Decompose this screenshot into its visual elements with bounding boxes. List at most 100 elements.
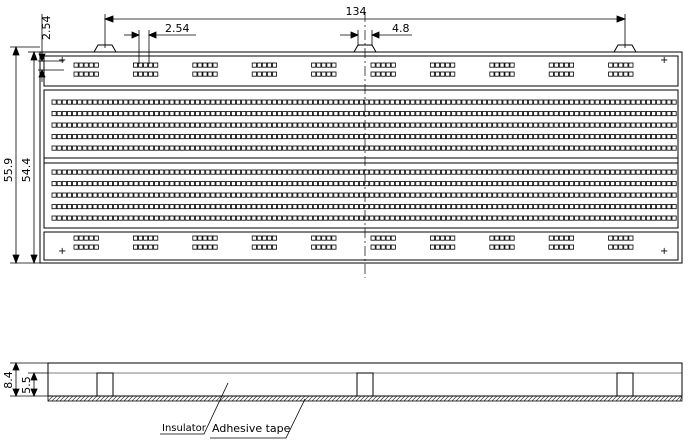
top-rail-hole (266, 62, 272, 68)
terminal-hole-lower (266, 181, 272, 187)
terminal-hole-upper (189, 122, 195, 128)
terminal-hole-upper (389, 111, 395, 117)
top-rail-hole (435, 62, 441, 68)
terminal-hole-lower (189, 204, 195, 210)
terminal-hole-upper (148, 99, 154, 105)
terminal-hole-lower (82, 215, 88, 221)
terminal-hole-lower (441, 192, 447, 198)
terminal-hole-lower (220, 215, 226, 221)
terminal-hole-lower (523, 215, 529, 221)
tape-hatch-line (231, 395, 238, 402)
terminal-hole-upper (543, 145, 549, 151)
terminal-hole-lower (159, 204, 165, 210)
terminal-hole-lower (497, 181, 503, 187)
terminal-hole-upper (579, 99, 585, 105)
bottom-rail-hole (435, 235, 441, 241)
terminal-hole-lower (666, 192, 672, 198)
top-rail-hole (429, 71, 435, 77)
terminal-hole-lower (113, 192, 119, 198)
terminal-hole-lower (451, 192, 457, 198)
tape-hatch-line (455, 395, 462, 402)
terminal-hole-lower (72, 181, 78, 187)
terminal-hole-upper (210, 145, 216, 151)
bottom-rail-hole (326, 235, 332, 241)
terminal-hole-upper (174, 145, 180, 151)
terminal-hole-lower (271, 204, 277, 210)
bottom-rail-hole (613, 235, 619, 241)
top-rail-hole (256, 71, 262, 77)
tape-hatch-line (59, 395, 66, 402)
terminal-hole-lower (184, 215, 190, 221)
terminal-hole-upper (579, 134, 585, 140)
terminal-hole-upper (599, 111, 605, 117)
terminal-hole-lower (148, 204, 154, 210)
terminal-hole-upper (492, 99, 498, 105)
top-rail-hole (435, 71, 441, 77)
terminal-hole-lower (200, 204, 206, 210)
terminal-hole-upper (487, 111, 493, 117)
terminal-hole-lower (492, 204, 498, 210)
tape-hatch-line (283, 395, 290, 402)
terminal-hole-lower (169, 215, 175, 221)
terminal-hole-lower (230, 192, 236, 198)
terminal-hole-upper (297, 145, 303, 151)
terminal-hole-lower (548, 181, 554, 187)
terminal-hole-lower (251, 192, 257, 198)
terminal-hole-lower (292, 204, 298, 210)
terminal-hole-lower (451, 215, 457, 221)
terminal-hole-lower (241, 192, 247, 198)
terminal-hole-lower (97, 169, 103, 175)
terminal-hole-upper (584, 145, 590, 151)
bottom-rail-hole (266, 244, 272, 250)
terminal-hole-upper (528, 134, 534, 140)
top-rail-hole (375, 62, 381, 68)
terminal-hole-lower (589, 192, 595, 198)
terminal-hole-lower (230, 181, 236, 187)
terminal-hole-upper (82, 134, 88, 140)
terminal-hole-upper (282, 122, 288, 128)
terminal-hole-upper (379, 145, 385, 151)
terminal-hole-lower (138, 204, 144, 210)
terminal-hole-upper (564, 122, 570, 128)
terminal-hole-upper (87, 134, 93, 140)
terminal-hole-upper (113, 111, 119, 117)
terminal-hole-lower (51, 192, 57, 198)
terminal-hole-lower (451, 169, 457, 175)
terminal-hole-lower (282, 204, 288, 210)
terminal-hole-upper (666, 99, 672, 105)
terminal-hole-upper (497, 145, 503, 151)
terminal-hole-lower (318, 204, 324, 210)
terminal-hole-upper (574, 145, 580, 151)
terminal-hole-lower (384, 181, 390, 187)
terminal-hole-upper (348, 145, 354, 151)
terminal-hole-upper (307, 134, 313, 140)
bottom-rail-hole (385, 235, 391, 241)
tape-hatch-line (139, 395, 146, 402)
terminal-hole-upper (164, 122, 170, 128)
terminal-hole-lower (271, 181, 277, 187)
terminal-hole-upper (584, 111, 590, 117)
bottom-rail-hole (608, 235, 614, 241)
terminal-hole-upper (400, 99, 406, 105)
terminal-hole-upper (640, 111, 646, 117)
top-rail-hole (321, 71, 327, 77)
terminal-hole-upper (123, 122, 129, 128)
terminal-hole-lower (394, 181, 400, 187)
terminal-hole-upper (446, 134, 452, 140)
bottom-rail-hole (251, 235, 257, 241)
terminal-hole-lower (579, 169, 585, 175)
terminal-hole-upper (277, 145, 283, 151)
terminal-hole-lower (333, 192, 339, 198)
terminal-hole-upper (312, 145, 318, 151)
terminal-hole-upper (133, 134, 139, 140)
terminal-hole-lower (200, 192, 206, 198)
terminal-hole-lower (384, 169, 390, 175)
terminal-hole-lower (128, 204, 134, 210)
terminal-hole-upper (87, 99, 93, 105)
terminal-hole-upper (441, 111, 447, 117)
terminal-hole-lower (302, 215, 308, 221)
terminal-hole-lower (118, 181, 124, 187)
terminal-hole-lower (384, 215, 390, 221)
terminal-hole-lower (338, 181, 344, 187)
top-rail-hole (261, 71, 267, 77)
